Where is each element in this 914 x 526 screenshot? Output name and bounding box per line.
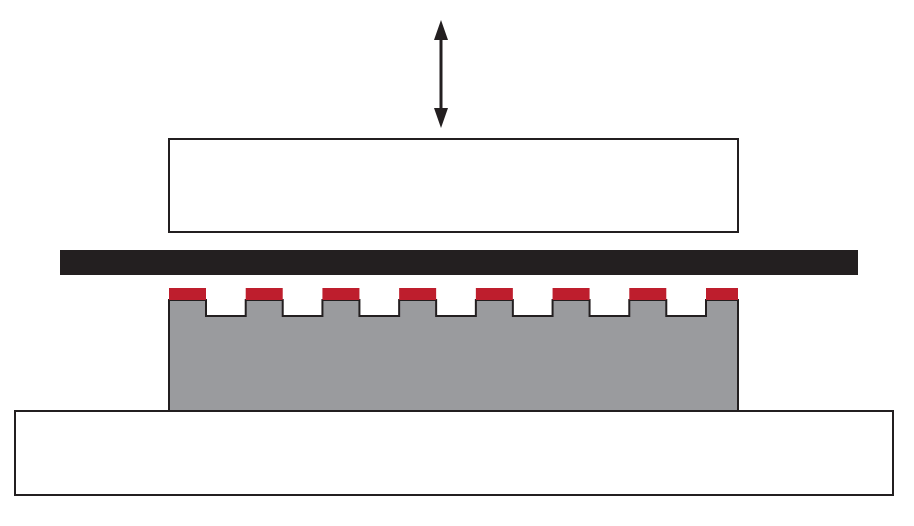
ink-cap — [629, 288, 667, 300]
motion-arrow-head-up — [434, 20, 448, 40]
ink-layer — [169, 288, 738, 300]
ink-cap — [245, 288, 283, 300]
ink-cap — [322, 288, 360, 300]
ink-cap — [399, 288, 437, 300]
upper-press-plate — [168, 138, 739, 233]
stamp-body — [168, 299, 739, 412]
motion-arrow-head-down — [434, 108, 448, 128]
ink-cap — [706, 288, 738, 300]
film-layer — [60, 250, 858, 275]
ink-cap — [475, 288, 513, 300]
ink-cap — [552, 288, 590, 300]
base-plate — [14, 410, 894, 496]
ink-cap — [169, 288, 206, 300]
double-headed-vertical-arrow-icon — [434, 20, 448, 128]
